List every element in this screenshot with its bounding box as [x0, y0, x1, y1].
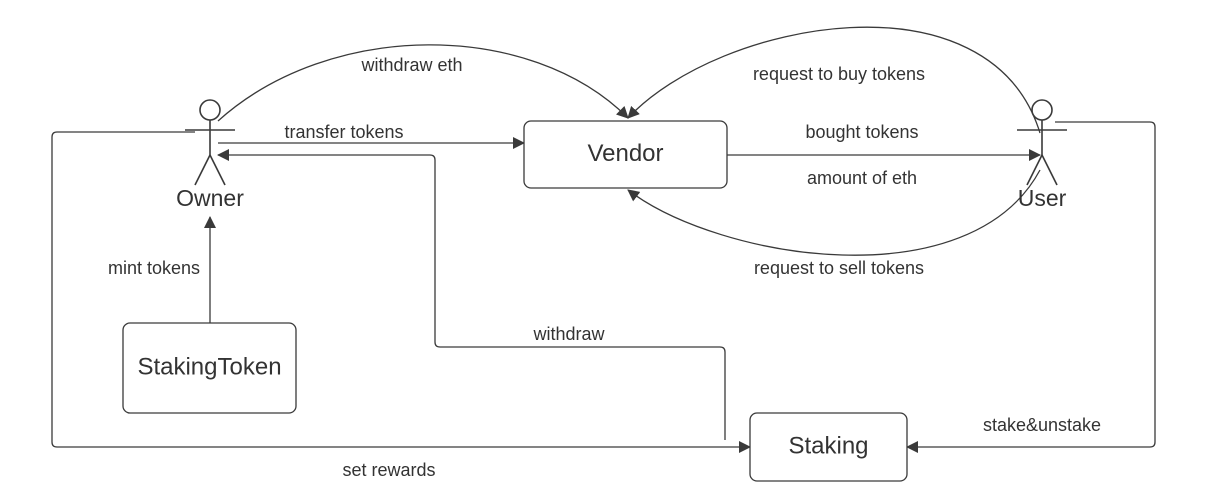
label-bought-tokens: bought tokens	[805, 122, 918, 142]
label-request-to-buy-tokens: request to buy tokens	[753, 64, 925, 84]
staking-box	[749, 412, 908, 482]
staking-token-box	[122, 322, 297, 414]
edge-withdraw	[217, 149, 726, 440]
edge-set-rewards	[51, 131, 751, 453]
owner-label: Owner	[176, 185, 244, 211]
label-request-to-sell-tokens: request to sell tokens	[754, 258, 924, 278]
owner-actor-icon	[185, 99, 235, 186]
vendor-box	[523, 120, 728, 189]
edge-withdraw-eth	[217, 44, 629, 122]
label-withdraw-eth: withdraw eth	[360, 55, 462, 75]
edge-stake-unstake	[906, 121, 1156, 453]
user-label: User	[1018, 185, 1067, 211]
label-transfer-tokens: transfer tokens	[284, 122, 403, 142]
label-amount-of-eth: amount of eth	[807, 168, 917, 188]
staking-token-label: StakingToken	[137, 353, 281, 380]
vendor-label: Vendor	[587, 140, 663, 167]
user-actor-icon	[1017, 99, 1067, 186]
label-set-rewards: set rewards	[342, 460, 435, 480]
staking-label: Staking	[788, 432, 868, 459]
label-withdraw: withdraw	[532, 324, 605, 344]
label-stake-unstake: stake&unstake	[983, 415, 1101, 435]
label-mint-tokens: mint tokens	[108, 258, 200, 278]
edge-request-to-sell-tokens	[627, 169, 1041, 256]
edge-request-to-buy-tokens	[627, 26, 1041, 134]
